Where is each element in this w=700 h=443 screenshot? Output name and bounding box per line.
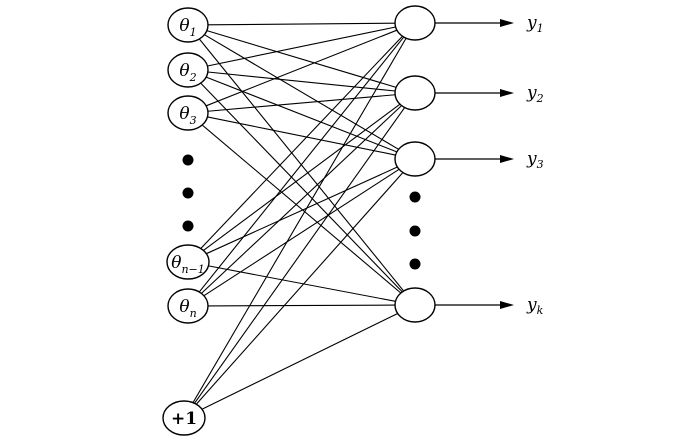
input-node-2: θ2 [167,52,209,88]
input-node-n: θn [167,288,209,324]
output-arrow-head-2 [500,89,514,97]
output-label-3: y3 [526,149,544,171]
connection-line-6-3 [195,172,404,405]
output-arrows [435,19,514,309]
connection-line-4-2 [203,103,401,251]
input-node-n-label: θn [179,297,196,320]
connection-line-1-2 [206,30,397,88]
connection-line-4-1 [200,35,403,249]
input-node-1-label: θ1 [179,16,196,39]
output-arrow-head-1 [500,19,514,27]
input-node-3-label: θ3 [179,104,196,127]
input-node-n-minus-1: θn−1 [166,244,210,280]
connection-line-6-2 [194,107,406,404]
connection-line-6-1 [192,37,407,403]
ellipsis-dot-5 [409,225,421,237]
connection-line-1-1 [207,22,396,26]
ellipsis-dot-4 [409,191,421,203]
output-label-2: y2 [526,83,544,105]
connection-line-4-3 [206,166,398,255]
output-neuron-3 [394,141,436,177]
connection-line-2-1 [207,26,396,67]
output-arrow-head-3 [500,155,514,163]
connection-line-4-4 [208,265,396,302]
connection-lines [192,22,407,410]
ellipsis-dot-2 [182,187,194,199]
bias-node-label: +1 [171,409,197,429]
connection-line-1-3 [204,34,399,150]
connection-line-3-2 [207,94,396,112]
connection-line-6-4 [201,312,398,410]
ellipsis-dot-1 [182,154,194,166]
connection-line-3-1 [205,29,398,107]
connection-line-5-4 [207,304,396,307]
connection-line-5-2 [201,105,402,294]
ellipsis-dot-3 [182,220,194,232]
output-label-k: yk [526,295,544,317]
connection-line-3-4 [201,124,402,294]
bias-node: +1 [162,400,206,436]
connection-line-2-2 [207,71,396,92]
output-arrow-head-4 [500,301,514,309]
input-node-1: θ1 [167,7,209,43]
output-neuron-k [394,287,436,323]
ellipsis-dot-6 [409,258,421,270]
connection-line-3-3 [207,116,396,156]
output-label-1: y1 [526,13,544,35]
input-node-3: θ3 [167,95,209,131]
input-node-2-label: θ2 [179,61,196,84]
connection-line-5-1 [198,36,405,293]
connection-line-5-3 [203,168,400,297]
output-neuron-2 [394,75,436,111]
output-neuron-1 [394,5,436,41]
ellipsis-dots [182,154,421,270]
input-node-n-minus-1-label: θn−1 [171,253,205,276]
connection-line-2-4 [200,82,403,293]
